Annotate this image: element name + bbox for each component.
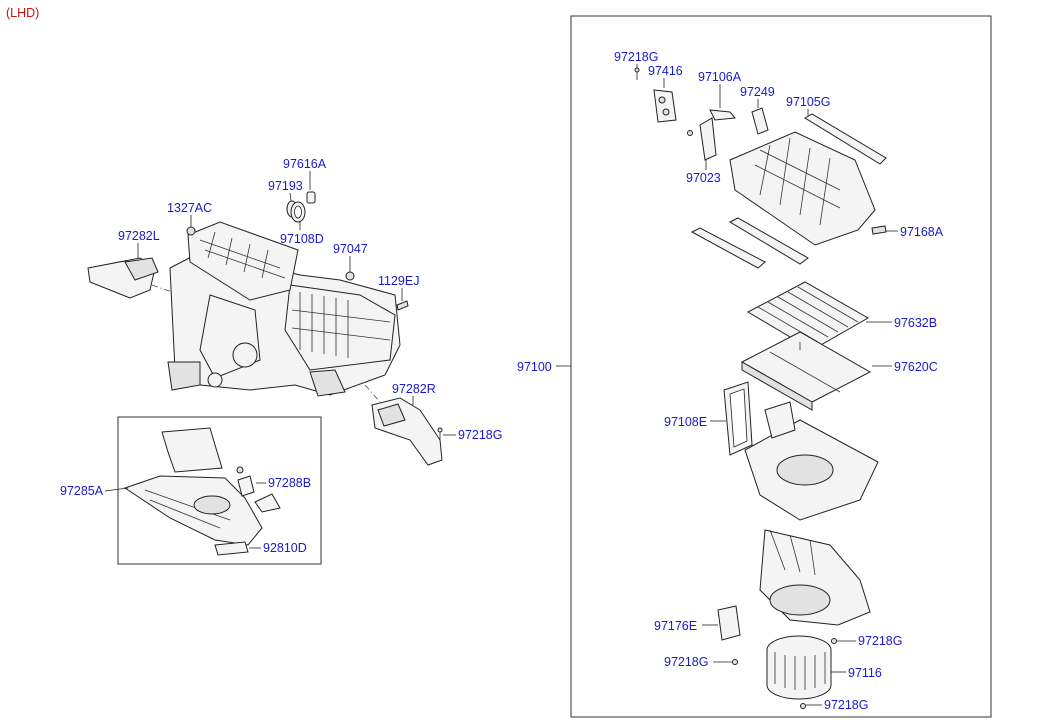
label-97632B: 97632B bbox=[894, 316, 937, 330]
label-97100: 97100 bbox=[517, 360, 552, 374]
label-1129EJ: 1129EJ bbox=[378, 274, 419, 288]
gasket-97108E bbox=[723, 381, 753, 456]
label-97282R: 97282R bbox=[392, 382, 436, 396]
label-97249: 97249 bbox=[740, 85, 775, 99]
label-97193: 97193 bbox=[268, 179, 303, 193]
label-97218G-left: 97218G bbox=[458, 428, 502, 442]
label-97108E: 97108E bbox=[664, 415, 707, 429]
label-97218G-r3: 97218G bbox=[824, 698, 868, 712]
label-97620C: 97620C bbox=[894, 360, 938, 374]
intake-case bbox=[729, 131, 876, 246]
small-pad bbox=[254, 493, 281, 513]
link-97023 bbox=[687, 117, 717, 161]
nut-1327AC bbox=[186, 226, 196, 236]
packing-97616A bbox=[306, 191, 316, 204]
screw-97218G-r1 bbox=[831, 638, 837, 644]
floor-duct-inset-frame bbox=[117, 416, 322, 565]
pad-92810D bbox=[214, 541, 249, 556]
door-panels bbox=[690, 217, 809, 269]
blower-lower-case bbox=[759, 529, 871, 626]
pin-97168A bbox=[871, 225, 887, 235]
blower-upper-case bbox=[744, 401, 879, 521]
right-side-duct bbox=[371, 397, 443, 466]
seal-strip-97105G bbox=[804, 113, 887, 165]
screw-97218G-r2 bbox=[732, 659, 738, 665]
label-97047: 97047 bbox=[333, 242, 368, 256]
label-92810D: 92810D bbox=[263, 541, 307, 555]
bolt-1129EJ bbox=[396, 300, 409, 311]
seal-ring-97108D bbox=[290, 201, 306, 223]
filter-frame-97620C bbox=[740, 331, 872, 411]
screw-97218G-left bbox=[437, 427, 443, 440]
left-duct-guideline bbox=[151, 284, 173, 293]
label-97116: 97116 bbox=[848, 666, 882, 680]
label-97108D: 97108D bbox=[280, 232, 324, 246]
label-97416: 97416 bbox=[648, 64, 683, 78]
label-97218G-top: 97218G bbox=[614, 50, 658, 64]
label-97168A: 97168A bbox=[900, 225, 944, 239]
label-1327AC: 1327AC bbox=[167, 201, 212, 215]
blower-assembly-frame bbox=[570, 15, 992, 718]
heater-top-grille bbox=[187, 221, 299, 301]
lever-97106A bbox=[709, 109, 736, 121]
floor-duct-97285A bbox=[123, 475, 263, 546]
label-97218G-r2: 97218G bbox=[664, 655, 708, 669]
label-97616A: 97616A bbox=[283, 157, 327, 171]
label-97106A: 97106A bbox=[698, 70, 742, 84]
right-duct-guideline bbox=[364, 384, 381, 403]
floor-pad bbox=[161, 427, 223, 473]
grommet-97288B bbox=[236, 466, 255, 497]
left-side-duct bbox=[87, 257, 159, 299]
label-97105G: 97105G bbox=[786, 95, 830, 109]
label-97218G-r1: 97218G bbox=[858, 634, 902, 648]
resistor-97176E bbox=[717, 605, 741, 641]
label-97288B: 97288B bbox=[268, 476, 311, 490]
screw-97218G-top bbox=[634, 67, 640, 80]
heater-unit-housing bbox=[167, 254, 401, 397]
label-97285A: 97285A bbox=[60, 484, 104, 498]
actuator-97416 bbox=[653, 89, 677, 123]
lhd-note: (LHD) bbox=[6, 6, 39, 20]
label-97176E: 97176E bbox=[654, 619, 697, 633]
label-97023: 97023 bbox=[686, 171, 721, 185]
arm-97249 bbox=[751, 107, 769, 135]
blower-motor-97116 bbox=[766, 635, 832, 700]
screw-97218G-r3 bbox=[800, 703, 806, 709]
nut-97047 bbox=[345, 271, 355, 281]
label-97282L: 97282L bbox=[118, 229, 160, 243]
